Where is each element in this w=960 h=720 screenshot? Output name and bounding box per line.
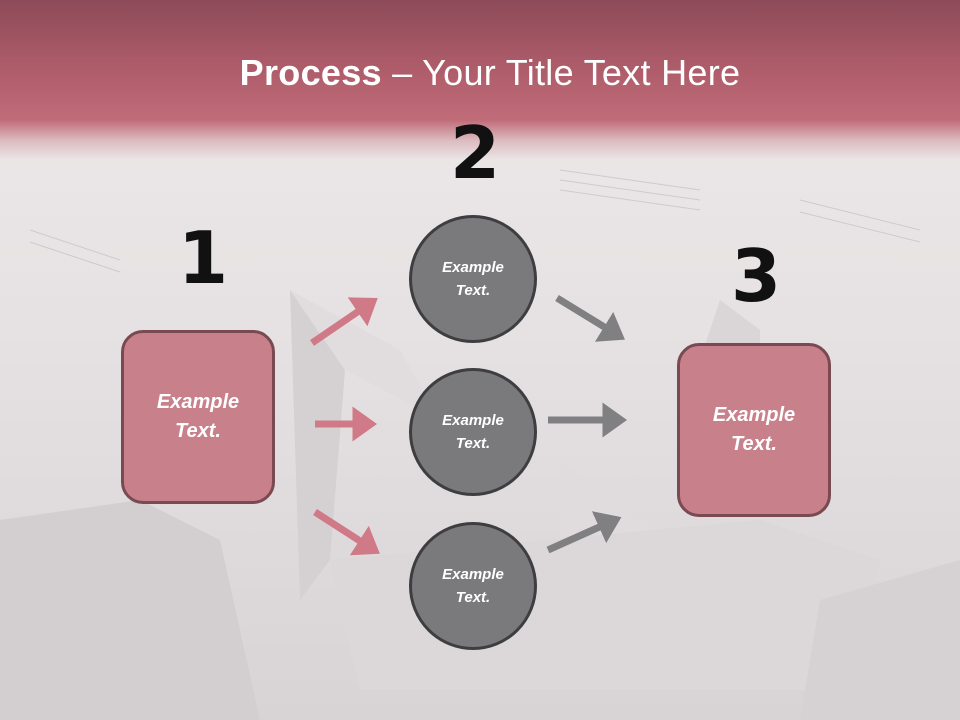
header-band	[0, 0, 960, 160]
step-3-text: Example Text.	[712, 404, 796, 455]
step-2-circle-top[interactable]: Example Text.	[409, 215, 537, 343]
circle-bottom-text: Example Text.	[442, 566, 504, 606]
step-2-circle-bottom[interactable]: Example Text.	[409, 522, 537, 650]
step-2-circle-middle[interactable]: Example Text.	[409, 368, 537, 496]
step-number-2: 2	[450, 111, 501, 195]
arrow-gray-down	[555, 295, 625, 342]
step-3-box[interactable]: Example Text.	[677, 343, 831, 517]
arrow-pink-up	[310, 297, 378, 346]
step-number-3: 3	[731, 234, 782, 318]
title-bold: Process	[239, 52, 382, 93]
step-1-text: Example Text.	[156, 391, 240, 442]
circle-top-text: Example Text.	[442, 259, 504, 299]
circle-middle-text: Example Text.	[442, 412, 504, 452]
step-1-box[interactable]: Example Text.	[121, 330, 275, 504]
title-rest: – Your Title Text Here	[381, 52, 741, 93]
step-number-1: 1	[178, 216, 229, 300]
slide-title: Process – Your Title Text Here	[0, 52, 960, 94]
arrow-pink-down	[313, 509, 380, 556]
arrow-gray-up	[546, 511, 622, 554]
